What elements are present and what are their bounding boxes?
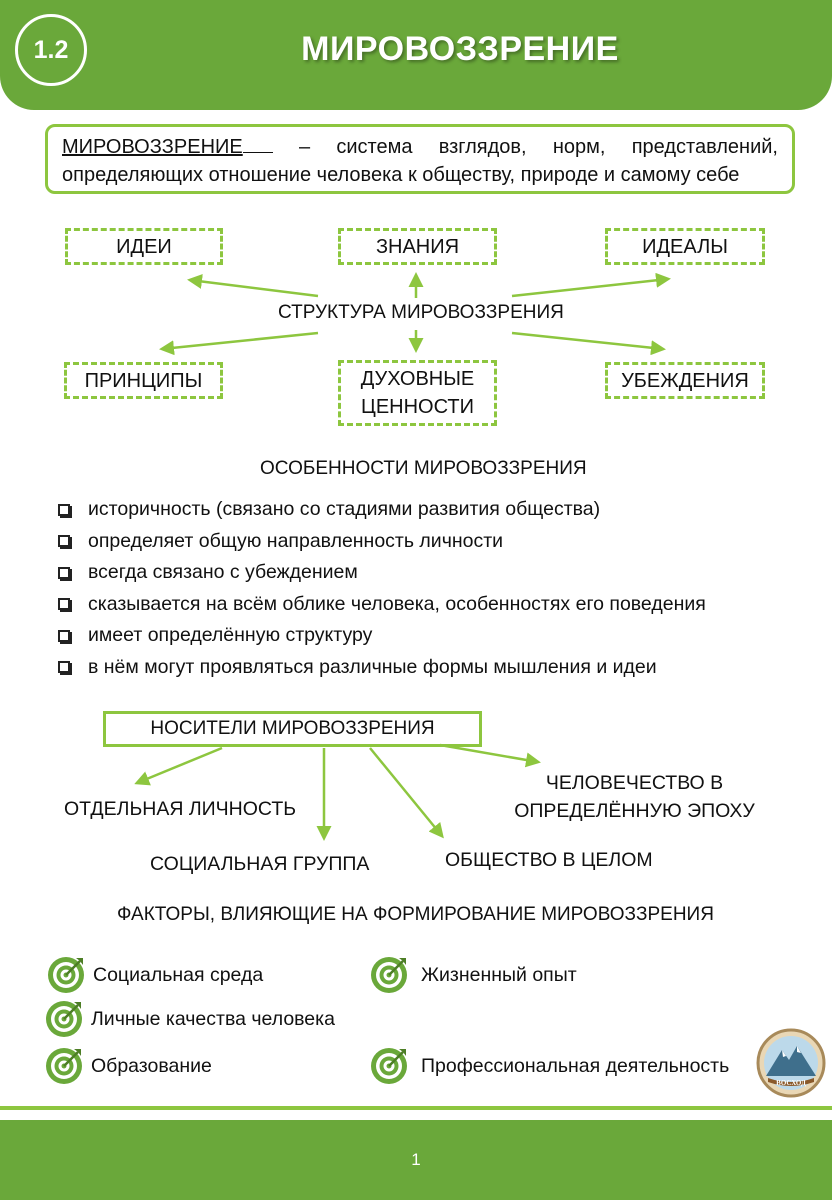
checkbox-icon: [58, 661, 70, 674]
checkbox-icon: [58, 598, 70, 611]
section-badge: 1.2: [15, 14, 87, 86]
arrow-to-ideas: [187, 274, 319, 298]
definition-box: МИРОВОЗЗРЕНИЕ – система взглядов, норм, …: [45, 124, 795, 194]
structure-arrows: [159, 272, 671, 356]
page-footer: [0, 1120, 832, 1200]
factor-item: Социальная среда: [46, 955, 263, 995]
structure-center-label: СТРУКТУРА МИРОВОЗЗРЕНИЯ: [278, 302, 564, 323]
factor-item: Жизненный опыт: [369, 955, 577, 995]
target-icon: [44, 1046, 84, 1086]
definition-text: система взглядов, норм, представлений, о…: [62, 136, 778, 186]
target-icon: [369, 955, 409, 995]
structure-spiritual-values: ДУХОВНЫЕ ЦЕННОСТИ: [338, 360, 497, 426]
list-item: всегда связано с убеждением: [58, 557, 706, 589]
svg-text:ВОСХОД: ВОСХОД: [776, 1079, 806, 1087]
footer-divider: [0, 1106, 832, 1110]
list-item: имеет определённую структуру: [58, 620, 706, 652]
list-item: сказывается на всём облике человека, осо…: [58, 589, 706, 621]
checkbox-icon: [58, 503, 70, 516]
checkbox-icon: [58, 629, 70, 642]
factor-item: Личные качества человека: [44, 999, 335, 1039]
target-icon: [369, 1046, 409, 1086]
structure-ideas: ИДЕИ: [65, 228, 223, 265]
carrier-society: ОБЩЕСТВО В ЦЕЛОМ: [445, 849, 653, 871]
page-title: МИРОВОЗЗРЕНИЕ: [301, 30, 619, 68]
carriers-arrows: [134, 743, 541, 841]
list-item: в нём могут проявляться различные формы …: [58, 652, 706, 684]
structure-principles: ПРИНЦИПЫ: [64, 362, 223, 399]
list-item: историчность (связано со стадиями развит…: [58, 494, 706, 526]
target-icon: [44, 999, 84, 1039]
arrow-to-beliefs: [511, 331, 666, 356]
checkbox-icon: [58, 566, 70, 579]
arrow-to-principles: [159, 331, 319, 356]
arrow-to-ideals: [511, 272, 671, 298]
structure-knowledge: ЗНАНИЯ: [338, 228, 497, 265]
page-header: 1.2 МИРОВОЗЗРЕНИЕ: [0, 0, 832, 110]
carrier-humanity: ЧЕЛОВЕЧЕСТВО В ОПРЕДЕЛЁННУЮ ЭПОХУ: [514, 772, 755, 822]
arrow-to-society: [369, 747, 444, 839]
checkbox-icon: [58, 535, 70, 548]
carriers-heading-box: НОСИТЕЛИ МИРОВОЗЗРЕНИЯ: [103, 711, 482, 747]
target-icon: [46, 955, 86, 995]
list-item: определяет общую направленность личности: [58, 526, 706, 558]
carrier-individual: ОТДЕЛЬНАЯ ЛИЧНОСТЬ: [64, 798, 297, 820]
definition-term: МИРОВОЗЗРЕНИЕ: [62, 136, 243, 158]
arrow-to-individual: [134, 746, 223, 786]
carriers-heading: НОСИТЕЛИ МИРОВОЗЗРЕНИЯ: [150, 718, 435, 739]
page-number: 1: [411, 1150, 421, 1169]
features-heading: ОСОБЕННОСТИ МИРОВОЗЗРЕНИЯ: [260, 458, 587, 479]
structure-beliefs: УБЕЖДЕНИЯ: [605, 362, 765, 399]
carrier-social-group: СОЦИАЛЬНАЯ ГРУППА: [150, 853, 370, 875]
voskhod-logo: ВОСХОД: [756, 1028, 826, 1098]
factor-item: Профессиональная деятельность: [369, 1046, 729, 1086]
structure-ideals: ИДЕАЛЫ: [605, 228, 765, 265]
factors-heading: ФАКТОРЫ, ВЛИЯЮЩИЕ НА ФОРМИРОВАНИЕ МИРОВО…: [117, 904, 714, 925]
features-list: историчность (связано со стадиями развит…: [58, 494, 706, 683]
arrow-to-humanity: [439, 743, 541, 768]
factor-item: Образование: [44, 1046, 212, 1086]
